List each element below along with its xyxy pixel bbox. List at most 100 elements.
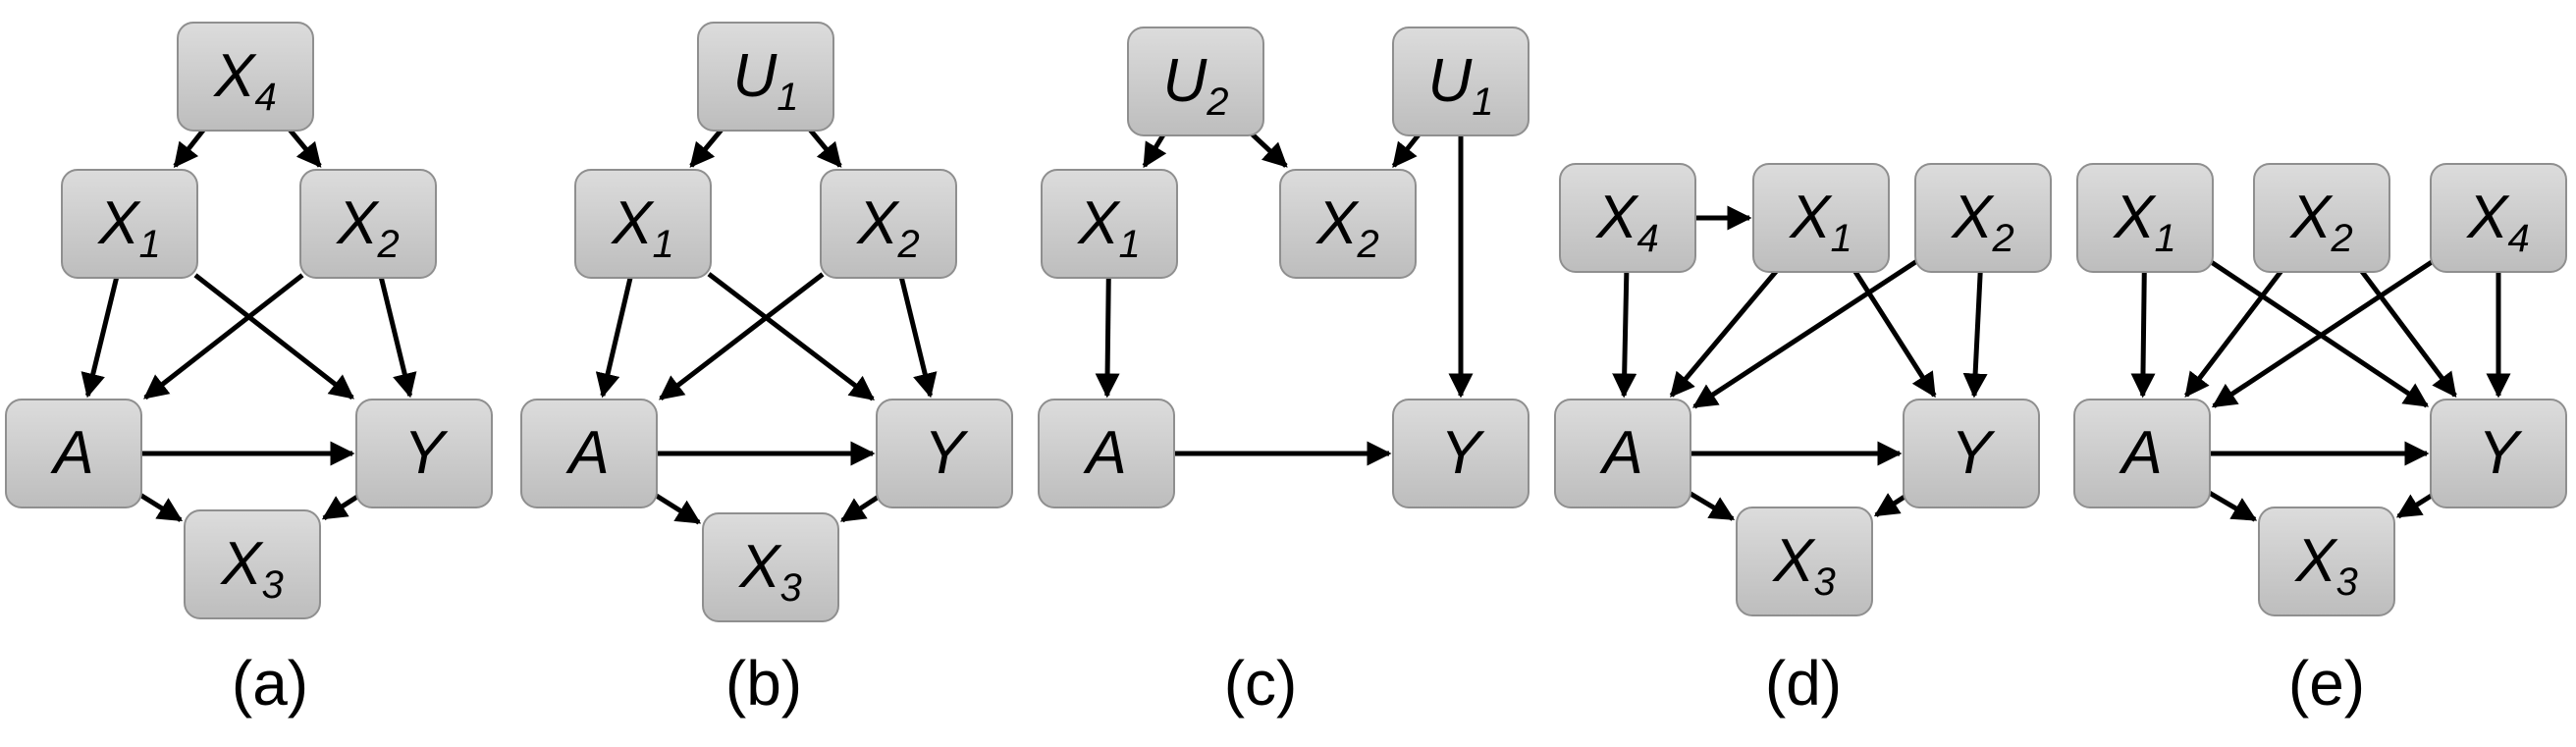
node-y: Y xyxy=(1392,399,1530,508)
panel-caption: (d) xyxy=(1765,648,1842,719)
node-a: A xyxy=(520,399,658,508)
node-y: Y xyxy=(876,399,1013,508)
node-label-base: Y xyxy=(924,419,969,487)
node-label-base: X xyxy=(1788,184,1833,251)
node-box xyxy=(184,509,321,619)
node-label: X3 xyxy=(737,533,802,610)
arrow-x4-to-a xyxy=(1612,269,1637,399)
node-label: Y xyxy=(1951,419,1996,487)
node-x1: X1 xyxy=(61,169,198,279)
node-box xyxy=(520,399,658,508)
node-box xyxy=(876,399,1013,508)
node-label-subscript: 1 xyxy=(2155,217,2176,260)
node-label-base: A xyxy=(2118,419,2162,487)
node-y: Y xyxy=(2430,399,2567,508)
node-label-base: X xyxy=(219,530,264,598)
arrow-x1-to-a xyxy=(80,275,120,399)
arrow-y-to-x3 xyxy=(2395,492,2435,519)
node-label-base: X xyxy=(1950,184,1995,251)
node-x3: X3 xyxy=(2258,507,2395,616)
node-box xyxy=(1392,399,1530,508)
node-label-base: A xyxy=(1598,419,1642,487)
arrow-x2-to-a xyxy=(2184,268,2284,398)
node-label-base: X xyxy=(855,189,900,257)
node-x3: X3 xyxy=(184,509,321,619)
node-label: Y xyxy=(924,419,969,487)
arrow-u1-to-x2 xyxy=(1391,132,1422,168)
node-box xyxy=(1736,507,1873,616)
node-label: U1 xyxy=(1427,47,1493,124)
node-label-base: X xyxy=(335,189,380,257)
arrow-x4-to-x1 xyxy=(173,127,207,168)
node-label: Y xyxy=(1440,419,1485,487)
node-label: X2 xyxy=(1315,189,1379,266)
node-label-subscript: 1 xyxy=(777,76,798,119)
node-box xyxy=(5,399,142,508)
arrow-a-to-x3 xyxy=(2206,490,2258,522)
node-label-subscript: 1 xyxy=(1472,80,1493,124)
arrow-x4-to-x2 xyxy=(287,127,322,168)
node-label: Y xyxy=(2478,419,2523,487)
node-u1: U1 xyxy=(1392,27,1530,136)
arrow-x2-to-a xyxy=(143,273,304,400)
node-x3: X3 xyxy=(702,512,839,622)
arrow-x2-to-y xyxy=(898,275,938,399)
arrow-y-to-x3 xyxy=(1873,493,1907,517)
node-label-subscript: 1 xyxy=(653,223,674,266)
arrow-x2-to-a xyxy=(1691,258,1919,409)
node-box xyxy=(1914,163,2052,273)
node-label-base: Y xyxy=(1440,419,1485,487)
arrow-x2-to-a xyxy=(659,272,825,400)
node-label-base: A xyxy=(564,419,609,487)
node-label-base: Y xyxy=(2478,419,2523,487)
arrow-y-to-x3 xyxy=(321,494,360,521)
node-x2: X2 xyxy=(2253,163,2390,273)
node-label-base: X xyxy=(212,42,257,110)
arrow-x1-to-a xyxy=(595,275,633,399)
node-a: A xyxy=(1038,399,1175,508)
arrow-x1-to-a xyxy=(1095,275,1120,399)
node-label-subscript: 3 xyxy=(2336,560,2358,604)
node-box xyxy=(177,22,314,132)
node-label: X3 xyxy=(219,530,284,607)
node-label-subscript: 3 xyxy=(262,563,284,607)
node-u1: U1 xyxy=(697,22,834,132)
node-label-base: X xyxy=(1076,189,1121,257)
arrow-x2-to-y xyxy=(378,275,417,399)
node-label: X2 xyxy=(2288,184,2353,260)
node-label: X4 xyxy=(2465,184,2530,260)
node-box xyxy=(1127,27,1264,136)
node-x2: X2 xyxy=(1914,163,2052,273)
node-label-subscript: 2 xyxy=(1992,217,2014,260)
node-label: X4 xyxy=(212,42,277,119)
node-label-subscript: 3 xyxy=(780,566,802,610)
node-box xyxy=(2430,399,2567,508)
node-label-base: Y xyxy=(1951,419,1996,487)
node-x1: X1 xyxy=(2076,163,2214,273)
node-label-subscript: 2 xyxy=(897,223,920,266)
node-x1: X1 xyxy=(574,169,712,279)
node-box xyxy=(61,169,198,279)
node-label: X2 xyxy=(335,189,400,266)
arrow-a-to-x3 xyxy=(653,492,702,525)
node-a: A xyxy=(1554,399,1691,508)
node-label-subscript: 2 xyxy=(2331,217,2353,260)
node-x2: X2 xyxy=(299,169,437,279)
node-label-base: A xyxy=(49,419,93,487)
node-label-base: X xyxy=(1771,527,1816,595)
arrow-x1-to-y xyxy=(1852,268,1937,399)
node-label-base: A xyxy=(1082,419,1126,487)
node-label: X4 xyxy=(1594,184,1659,260)
node-label-base: X xyxy=(2293,527,2338,595)
node-box xyxy=(299,169,437,279)
node-box xyxy=(697,22,834,132)
node-label: U2 xyxy=(1162,47,1228,124)
node-label-base: X xyxy=(2288,184,2334,251)
node-x4: X4 xyxy=(177,22,314,132)
arrow-u1-to-x1 xyxy=(689,127,724,168)
node-box xyxy=(1279,169,1417,279)
node-box xyxy=(1559,163,1696,273)
node-box xyxy=(2253,163,2390,273)
